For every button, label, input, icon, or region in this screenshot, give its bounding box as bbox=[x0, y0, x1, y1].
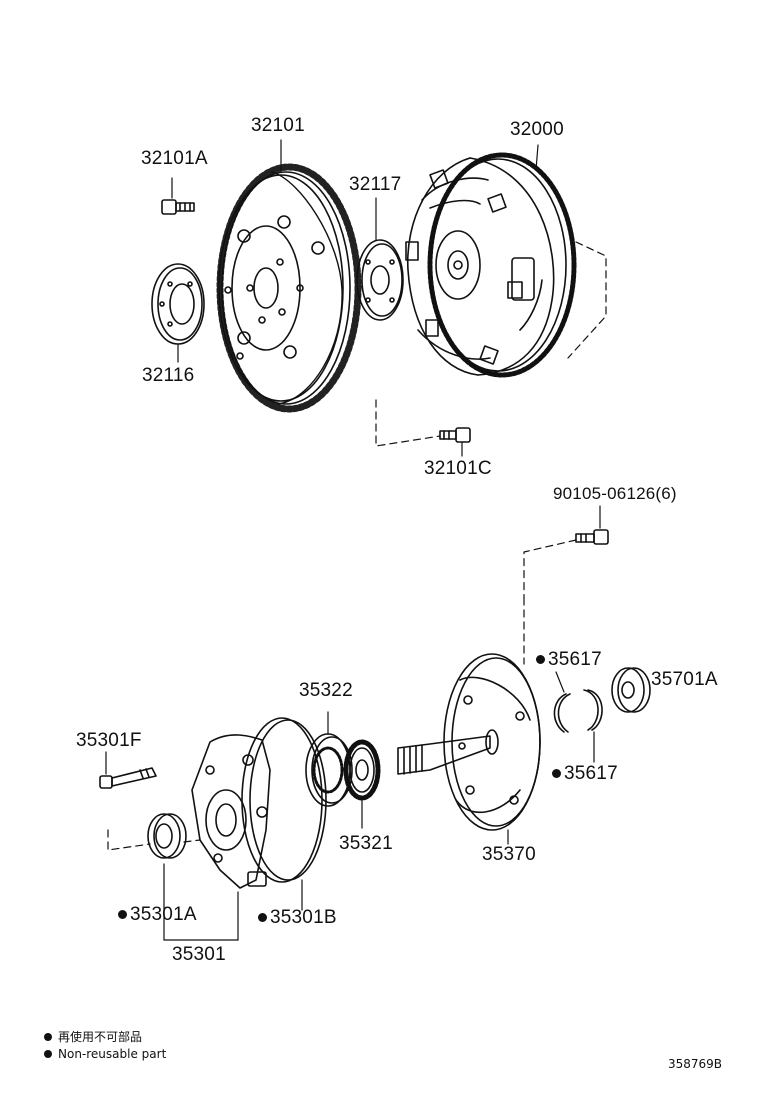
non-reusable-marker bbox=[118, 910, 127, 919]
label-32117: 32117 bbox=[349, 174, 402, 195]
label-35617-bottom: 35617 bbox=[552, 764, 618, 784]
oil-pump-body-35301 bbox=[163, 717, 327, 941]
torque-converter-32000 bbox=[405, 144, 577, 378]
legend-dot-icon bbox=[44, 1050, 52, 1058]
spacer-32116 bbox=[151, 263, 205, 363]
bolt-32101A bbox=[161, 177, 195, 215]
stator-shaft-35370 bbox=[397, 653, 541, 845]
label-35301: 35301 bbox=[172, 944, 226, 965]
drive-plate-ring-gear bbox=[216, 163, 362, 413]
bearing-35701A bbox=[611, 667, 651, 713]
legend-en-text: Non-reusable part bbox=[58, 1047, 167, 1061]
label-90105-06126: 90105-06126(6) bbox=[553, 484, 677, 503]
non-reusable-marker bbox=[258, 913, 267, 922]
legend-ja-text: 再使用不可部品 bbox=[58, 1030, 143, 1044]
legend-dot-icon bbox=[44, 1033, 52, 1041]
label-35322: 35322 bbox=[299, 680, 353, 701]
diagram-code: 358769B bbox=[668, 1057, 723, 1071]
label-35301A-text: 35301A bbox=[130, 904, 197, 925]
label-35301B-text: 35301B bbox=[270, 907, 337, 928]
non-reusable-marker bbox=[552, 769, 561, 778]
legend-english: Non-reusable part bbox=[44, 1047, 166, 1061]
non-reusable-marker bbox=[536, 655, 545, 664]
legend-japanese: 再使用不可部品 bbox=[44, 1030, 142, 1044]
label-35301B: 35301B bbox=[258, 908, 337, 928]
label-35301F: 35301F bbox=[76, 730, 142, 751]
label-32101: 32101 bbox=[251, 115, 305, 136]
drive-plate-32117 bbox=[356, 197, 404, 321]
snap-rings-35617 bbox=[553, 671, 603, 763]
label-35617-bottom-text: 35617 bbox=[564, 763, 618, 784]
bolt-35301F bbox=[99, 751, 157, 789]
label-32116: 32116 bbox=[142, 365, 195, 386]
label-35701A: 35701A bbox=[651, 669, 718, 690]
oil-seal-35301A bbox=[147, 813, 187, 859]
label-35301A: 35301A bbox=[118, 905, 197, 925]
drive-gear-35321 bbox=[343, 739, 381, 829]
label-35617-top-text: 35617 bbox=[548, 649, 602, 670]
driven-gear-35322 bbox=[305, 711, 353, 807]
label-32101A: 32101A bbox=[141, 148, 208, 169]
label-35617-top: 35617 bbox=[536, 650, 602, 670]
label-35321: 35321 bbox=[339, 833, 393, 854]
label-32101C: 32101C bbox=[424, 458, 492, 479]
bolt-32101C bbox=[439, 427, 471, 457]
label-32000: 32000 bbox=[510, 119, 564, 140]
label-35370: 35370 bbox=[482, 844, 536, 865]
bolt-90105-06126 bbox=[575, 505, 609, 545]
